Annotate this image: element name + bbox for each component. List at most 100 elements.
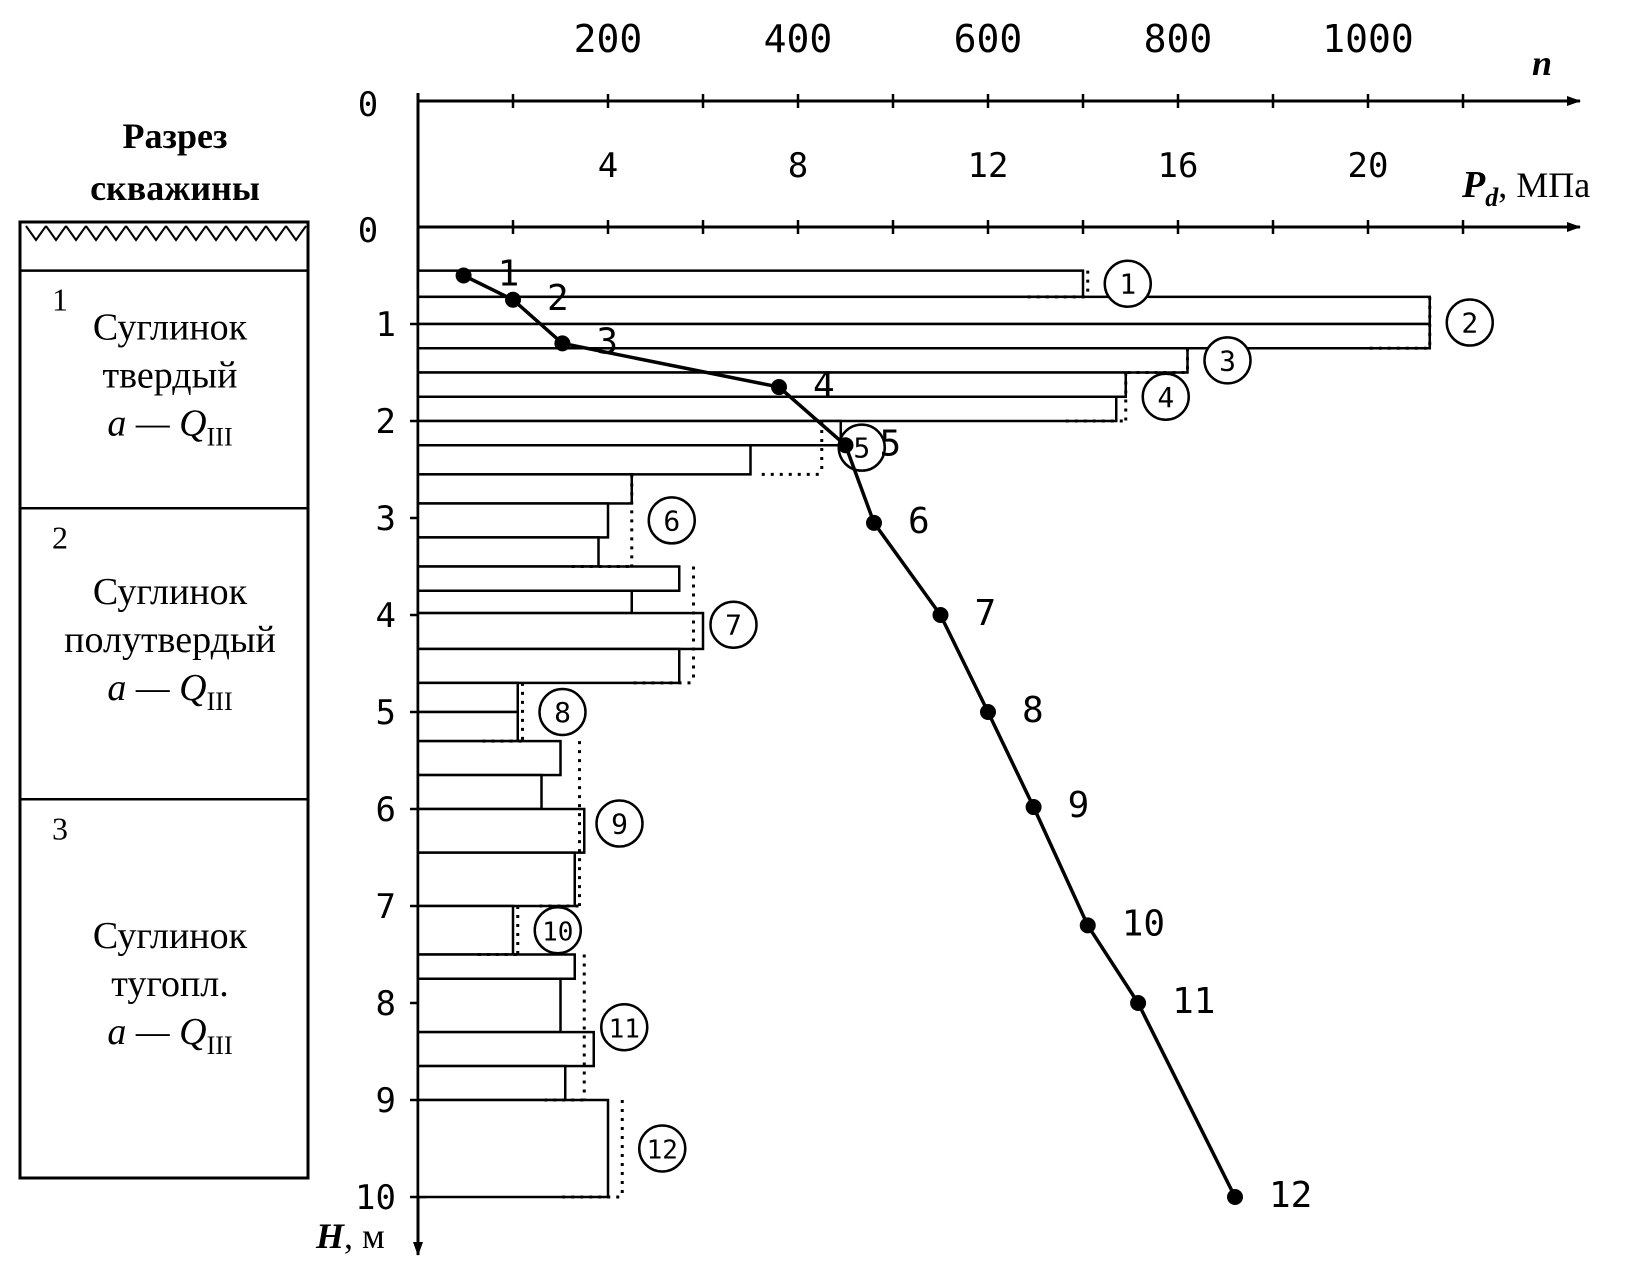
pd-axis-label-symbol: P	[1461, 164, 1486, 206]
pd-bar	[416, 395, 1118, 423]
ground-surface-hatch	[25, 225, 307, 242]
depth-axis-tick-label: 10	[355, 1178, 396, 1218]
ground-hatch-mark	[225, 225, 247, 242]
ground-hatch-mark	[125, 225, 147, 242]
average-marker-label: 4	[1157, 381, 1174, 414]
layer-age: a — QIII	[107, 1011, 232, 1060]
blows-count-point	[837, 437, 854, 454]
pd-bars	[416, 269, 1431, 1199]
average-marker-label: 8	[554, 696, 571, 729]
layer-name-line: Суглинок	[93, 306, 248, 348]
average-marker-circle	[538, 687, 587, 737]
pd-bar	[416, 295, 1431, 326]
layer-age-subscript: III	[207, 687, 233, 716]
layer-age-prefix: a — Q	[107, 402, 206, 444]
average-marker-label: 1	[1119, 268, 1136, 301]
average-marker-circle	[1103, 259, 1152, 308]
layer-age-subscript: III	[207, 1031, 233, 1060]
pd-axis-tick-label: 4	[598, 146, 618, 186]
layer-age-subscript: III	[207, 422, 233, 451]
pd-bar	[416, 347, 1189, 374]
pd-bar	[416, 739, 562, 777]
blows-count-point	[866, 514, 882, 531]
blows-count-point-label: 7	[975, 593, 997, 634]
pd-bar	[416, 647, 681, 685]
blows-count-point	[1025, 799, 1042, 816]
depth-axis-label-symbol: H	[315, 1216, 345, 1256]
pd-bar	[416, 904, 515, 956]
layer-age-prefix: a — Q	[107, 667, 206, 709]
layer-name-line: Суглинок	[93, 915, 248, 957]
ground-hatch-mark	[25, 225, 47, 242]
pd-bar	[416, 807, 586, 854]
n-axis-zero: 0	[358, 85, 378, 125]
depth-axis-label-comma: ,	[344, 1216, 362, 1256]
average-marker-label: 6	[663, 504, 680, 537]
pd-bar	[416, 322, 1431, 350]
layer-name-line: Суглинок	[93, 571, 248, 613]
blows-count-point-label: 2	[547, 278, 569, 319]
average-marker-label: 12	[647, 1136, 678, 1166]
ground-hatch-mark	[245, 225, 267, 242]
pd-bar	[416, 681, 519, 714]
blows-count-point	[1079, 917, 1096, 934]
n-axis-tick-label: 600	[954, 17, 1023, 61]
depth-axis-tick-label: 5	[376, 693, 396, 733]
pd-bar	[416, 1064, 567, 1102]
pd-bar	[416, 589, 633, 615]
depth-axis-tick-label: 6	[376, 790, 396, 830]
average-marker-circle	[1445, 298, 1494, 347]
pd-bar	[416, 536, 600, 568]
pd-axis-tick-label: 16	[1158, 146, 1199, 186]
pd-axis-tick-label: 20	[1348, 146, 1389, 186]
average-marker-circle	[709, 600, 758, 649]
layer-number: 3	[52, 810, 68, 846]
average-marker-label: 9	[611, 808, 628, 841]
pd-axis-label-comma: ,	[1498, 165, 1516, 205]
blows-count-point	[554, 335, 571, 352]
depth-axis-tick-label: 2	[376, 402, 396, 442]
ground-hatch-mark	[165, 225, 187, 242]
n-axis-label: n	[1532, 43, 1552, 83]
depth-axis-tick-label: 8	[376, 984, 396, 1024]
pd-bar	[416, 1030, 595, 1068]
layer-number: 2	[52, 519, 68, 555]
depth-axis-label: H, м	[315, 1216, 385, 1256]
borehole-title-line1: Разрез	[123, 116, 228, 156]
blows-count-point	[455, 267, 472, 284]
pd-bar	[416, 444, 752, 476]
pd-bar	[416, 473, 633, 505]
layer-name-line: твердый	[103, 354, 238, 396]
pd-bar	[416, 1098, 610, 1199]
average-marker-label: 11	[609, 1014, 640, 1044]
ground-hatch-mark	[45, 225, 67, 242]
ground-hatch-mark	[265, 225, 287, 242]
pd-axis-label: Pd, МПа	[1461, 164, 1590, 212]
average-marker-circle	[595, 799, 644, 848]
ground-hatch-mark	[205, 225, 227, 242]
average-marker-circle	[647, 496, 696, 545]
average-marker-label: 3	[1219, 344, 1236, 377]
layer-age: a — QIII	[107, 402, 232, 451]
pd-axis-tick-label: 12	[968, 146, 1009, 186]
pd-bar	[416, 773, 543, 811]
layer-number: 1	[52, 282, 68, 318]
borehole-title-line2: скважины	[90, 168, 260, 208]
n-axis-tick-label: 1000	[1322, 17, 1414, 61]
blows-count-point-label: 12	[1269, 1175, 1312, 1216]
average-marker-circle	[533, 906, 582, 955]
ground-hatch-mark	[85, 225, 107, 242]
ground-hatch-mark	[285, 225, 307, 242]
blows-count-point	[1130, 995, 1147, 1011]
average-marker-label: 2	[1461, 307, 1478, 340]
blows-count-point-label: 6	[908, 501, 930, 542]
depth-axis-tick-label: 3	[376, 499, 396, 539]
pd-bar	[416, 710, 519, 743]
